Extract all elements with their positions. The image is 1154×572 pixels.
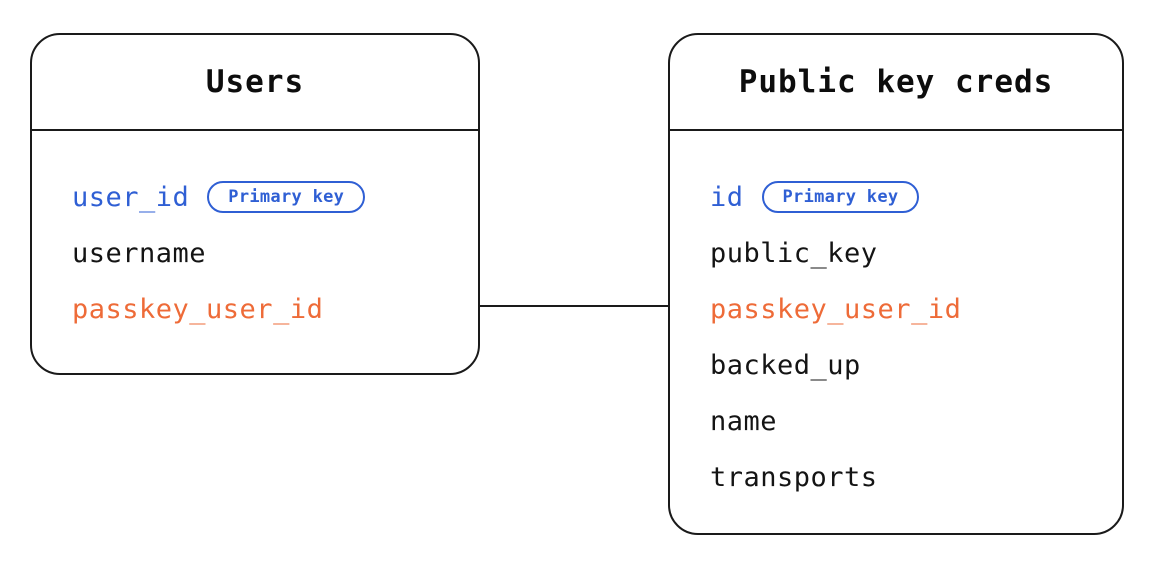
relationship-connector-line bbox=[478, 305, 670, 307]
field-name-username: username bbox=[72, 237, 207, 269]
field-row-id[interactable]: id Primary key bbox=[670, 169, 1122, 225]
field-row-passkey-user-id[interactable]: passkey_user_id bbox=[670, 281, 1122, 337]
entity-box-public-key-creds[interactable]: Public key creds id Primary key public_k… bbox=[668, 33, 1124, 535]
field-row-transports[interactable]: transports bbox=[670, 449, 1122, 505]
field-name-passkey-user-id: passkey_user_id bbox=[710, 293, 962, 325]
entity-field-list-users: user_id Primary key username passkey_use… bbox=[32, 129, 478, 337]
field-name-transports: transports bbox=[710, 461, 878, 493]
field-name-passkey-user-id: passkey_user_id bbox=[72, 293, 324, 325]
entity-header-divider-public-key-creds bbox=[670, 129, 1122, 131]
field-row-name[interactable]: name bbox=[670, 393, 1122, 449]
field-name-name: name bbox=[710, 405, 778, 437]
entity-field-list-public-key-creds: id Primary key public_key passkey_user_i… bbox=[670, 129, 1122, 505]
primary-key-badge: Primary key bbox=[761, 181, 920, 213]
entity-title-public-key-creds: Public key creds bbox=[738, 64, 1054, 100]
entity-title-users: Users bbox=[205, 64, 305, 100]
field-name-backed-up: backed_up bbox=[710, 349, 861, 381]
field-row-user-id[interactable]: user_id Primary key bbox=[32, 169, 478, 225]
entity-header-divider-users bbox=[32, 129, 478, 131]
field-row-username[interactable]: username bbox=[32, 225, 478, 281]
field-row-public-key[interactable]: public_key bbox=[670, 225, 1122, 281]
field-name-user-id: user_id bbox=[72, 181, 190, 213]
field-name-public-key: public_key bbox=[710, 237, 878, 269]
entity-box-users[interactable]: Users user_id Primary key username passk… bbox=[30, 33, 480, 375]
primary-key-badge: Primary key bbox=[207, 181, 366, 213]
field-row-passkey-user-id[interactable]: passkey_user_id bbox=[32, 281, 478, 337]
field-row-backed-up[interactable]: backed_up bbox=[670, 337, 1122, 393]
field-name-id: id bbox=[710, 181, 744, 213]
